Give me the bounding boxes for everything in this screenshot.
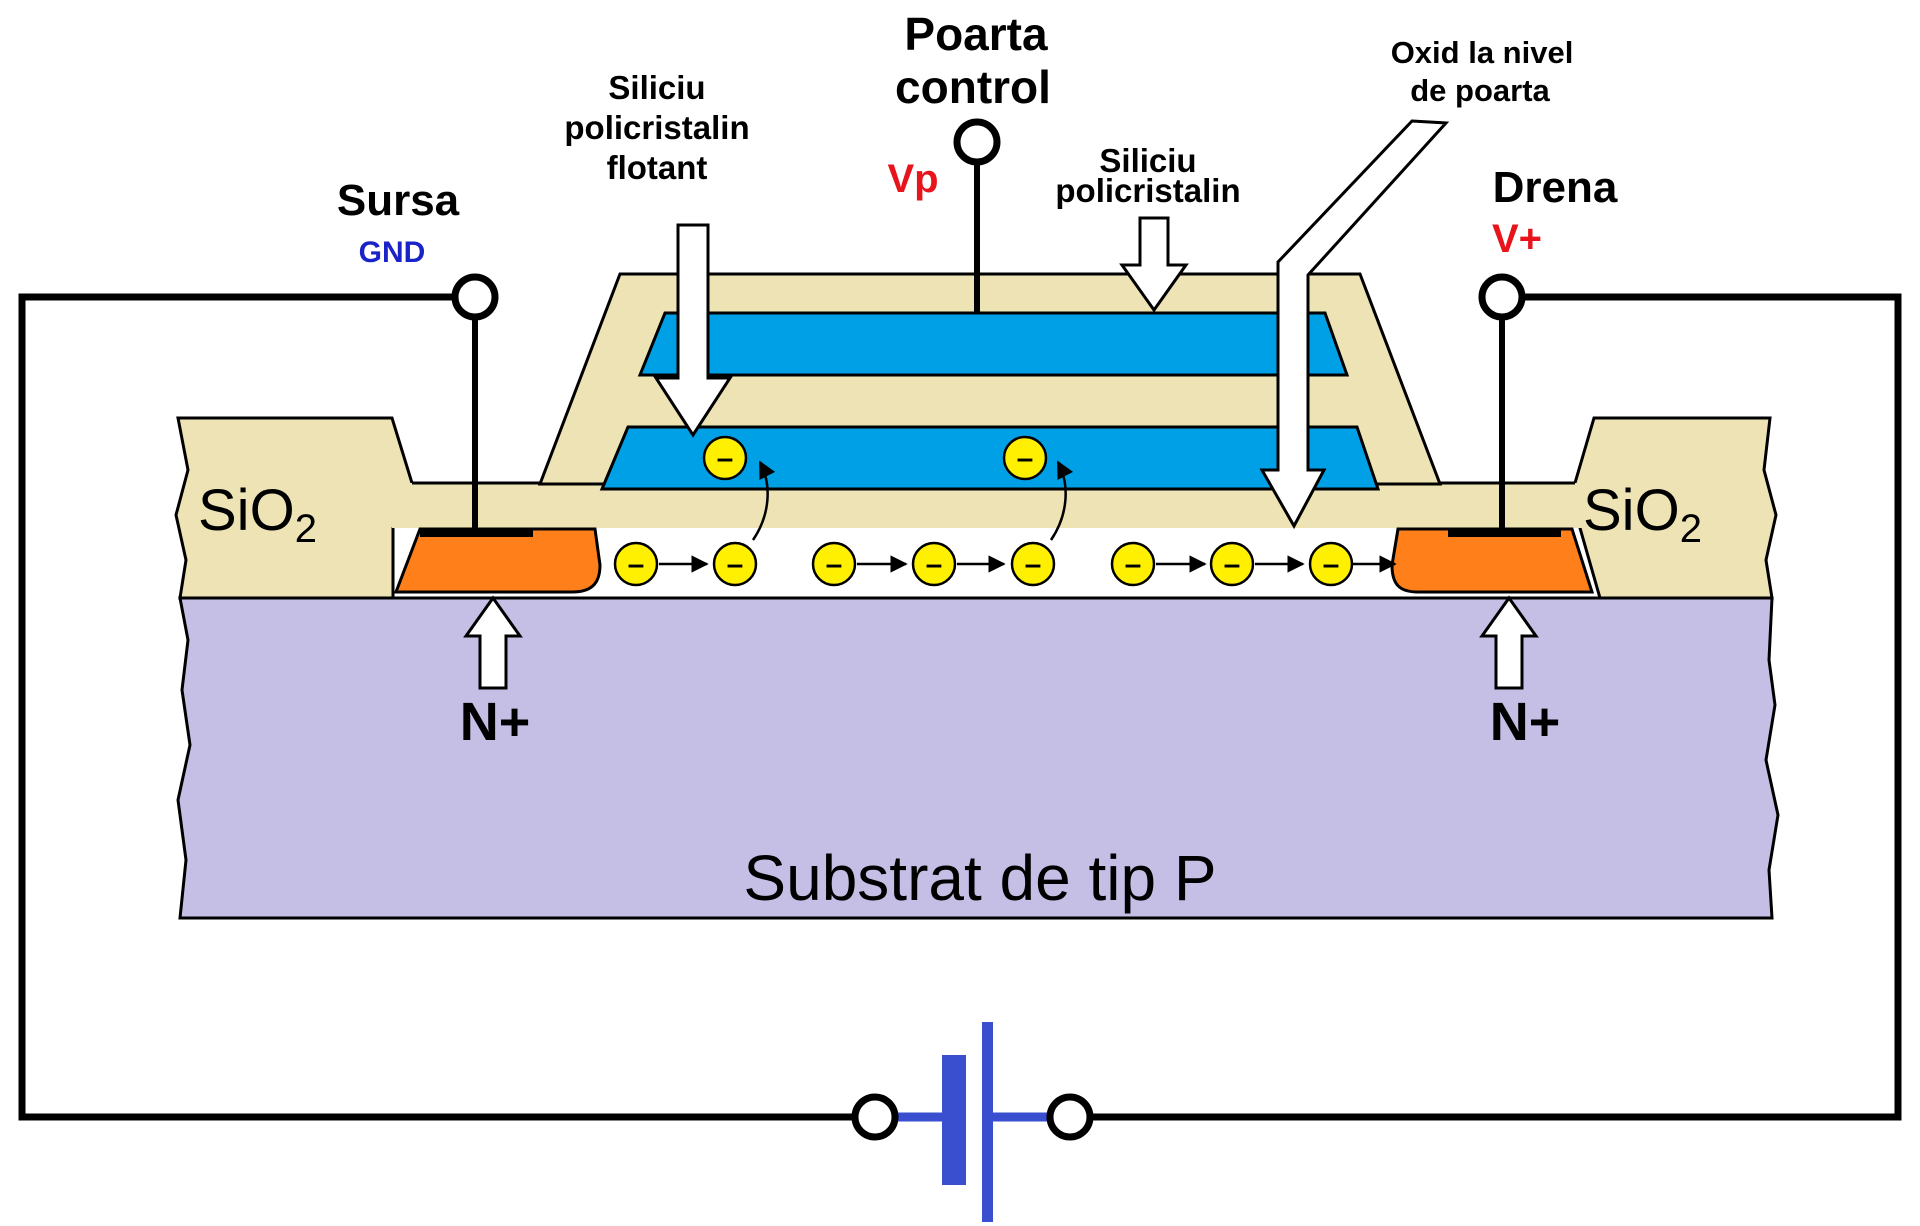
control-poly-pointer-arrow [1119,216,1189,313]
source-contact-pad [420,528,533,537]
electron-symbol: – [826,548,843,581]
n-plus-source-region [393,527,602,594]
gate-oxide-label-line2: de poarta [1410,73,1550,108]
source-label: Sursa [337,176,460,225]
n-plus-left-label: N+ [460,692,531,752]
n-plus-left-pointer-arrow [463,595,523,690]
circuit-wire [18,293,1902,1121]
p-substrate [176,596,1780,920]
electron-symbol: – [1125,548,1142,581]
source-voltage-label: GND [359,236,426,269]
control-gate-polysilicon [637,311,1350,377]
battery-positive-plate [982,1022,993,1222]
electron-channel-6: – [1110,541,1156,587]
electron-floating-gate-1: – [702,435,748,481]
electrons: – – – – – – – – – – [613,435,1354,587]
electron-channel-8: – [1308,541,1354,587]
electron-symbol: – [727,548,744,581]
electron-symbol: – [1224,548,1241,581]
electron-floating-gate-2: – [1002,435,1048,481]
electron-symbol: – [1017,442,1034,475]
drain-voltage-label: V+ [1492,217,1542,261]
tunneling-arrow-1 [751,460,776,541]
drain-terminal[interactable] [1478,273,1526,321]
sio2-field-oxide-left [174,416,414,600]
sio2-right-label: SiO2 [1583,478,1702,551]
battery-terminal-right[interactable] [1046,1093,1094,1141]
battery-negative-plate [942,1055,966,1185]
control-poly-label-line1: Siliciu [1099,142,1196,179]
n-plus-right-label: N+ [1490,692,1561,752]
floating-poly-label-line1: Siliciu [608,69,705,106]
substrate-label: Substrat de tip P [743,842,1216,914]
electron-symbol: – [717,442,734,475]
gate-terminal[interactable] [953,118,1001,166]
sio2-left-label: SiO2 [198,478,317,551]
electron-channel-3: – [811,541,857,587]
electron-channel-4: – [911,541,957,587]
floating-gate-pointer-arrow [653,223,733,438]
n-plus-drain-region [1390,527,1595,594]
electron-symbol: – [1323,548,1340,581]
electron-symbol: – [926,548,943,581]
gate-voltage-label: Vp [887,157,938,201]
electron-symbol: – [628,548,645,581]
battery-source [851,1022,1094,1222]
floating-poly-label-line2: policristalin [564,109,749,146]
drain-contact-pad [1448,528,1561,537]
floating-poly-label-line3: flotant [607,149,708,186]
floating-gate-polysilicon [599,425,1381,491]
battery-terminal-left[interactable] [851,1093,899,1141]
electron-channel-7: – [1209,541,1255,587]
n-plus-right-pointer-arrow [1479,595,1539,690]
gate-oxide-label-line1: Oxid la nivel [1391,35,1574,70]
gate-label-line2: control [895,61,1051,113]
control-poly-label-line2: policristalin [1055,172,1240,209]
electron-channel-1: – [613,541,659,587]
gate-oxide-pointer-arrow [1259,119,1450,530]
electron-channel-2: – [712,541,758,587]
source-terminal[interactable] [451,273,499,321]
drain-label: Drena [1493,163,1618,212]
gate-label: Poarta [904,8,1048,60]
electron-symbol: – [1025,548,1042,581]
electron-channel-5: – [1010,541,1056,587]
tunneling-arrow-2 [1049,460,1074,541]
